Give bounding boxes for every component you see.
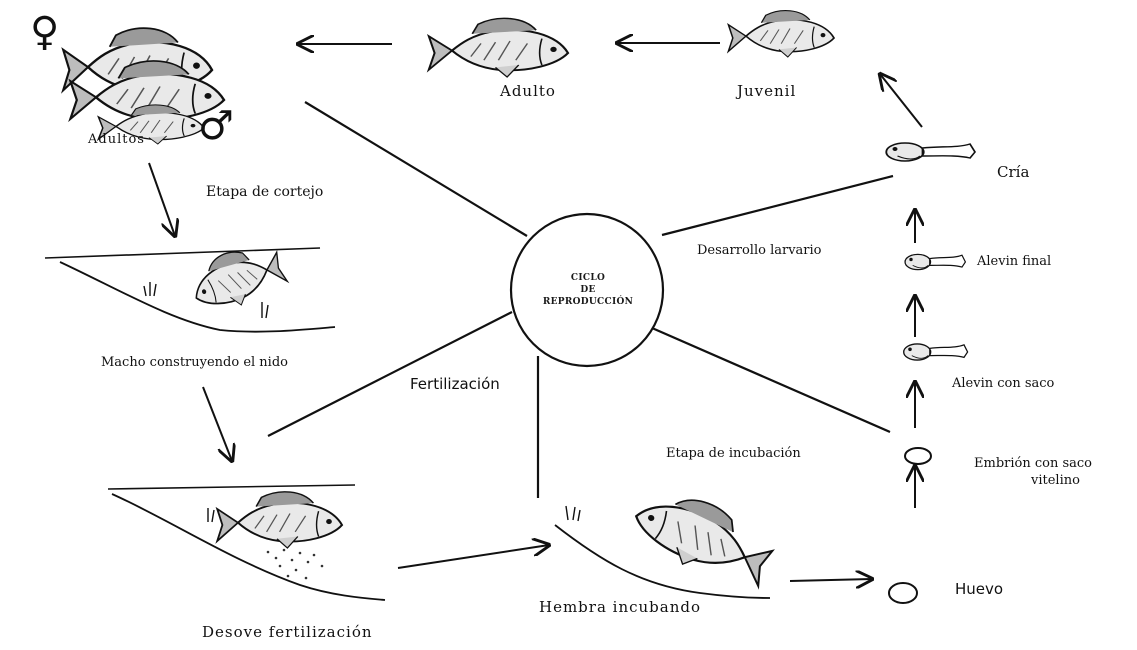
yolk-sac-fry-drawing <box>903 343 969 361</box>
label-embrion-line1: Embrión con saco <box>974 456 1092 471</box>
label-fertilizacion: Fertilización <box>410 375 500 393</box>
label-macho-nido: Macho construyendo el nido <box>101 355 288 370</box>
spoke-adultos <box>304 101 528 237</box>
label-desarrollo-larvario: Desarrollo larvario <box>697 243 822 258</box>
label-alevin-final: Alevin final <box>977 254 1052 269</box>
label-hembra-incubando: Hembra incubando <box>539 598 702 616</box>
label-adultos: Adultos <box>88 132 145 147</box>
label-etapa-incubacion: Etapa de incubación <box>666 446 801 461</box>
arrow-desove-to-hembra <box>397 545 549 569</box>
male-symbol-icon: ♂ <box>198 103 234 149</box>
center-line-1: CICLO <box>570 273 606 283</box>
spoke-incubacion <box>651 326 891 434</box>
center-circle <box>509 212 665 368</box>
label-huevo: Huevo <box>955 580 1004 598</box>
late-fry-drawing <box>904 253 967 271</box>
label-alevin-saco: Alevin con saco <box>952 376 1055 391</box>
female-symbol-icon: ♀ <box>30 9 60 55</box>
egg-drawing <box>888 582 918 604</box>
center-label: CICLO DE REPRODUCCIÓN <box>532 272 644 308</box>
arrows <box>148 43 923 581</box>
center-line-3: REPRODUCCIÓN <box>542 297 634 308</box>
spoke-desove <box>267 311 513 437</box>
spawning-drawing <box>107 484 386 601</box>
arrow-hembra-to-huevo <box>789 579 872 581</box>
adult-fish-drawing <box>427 17 570 79</box>
label-adulto: Adulto <box>500 82 556 100</box>
nest-building-drawing <box>44 236 336 333</box>
embryo-drawing <box>904 447 932 465</box>
label-etapa-cortejo: Etapa de cortejo <box>206 184 324 200</box>
arrow-cria-to-juvenil <box>880 74 923 128</box>
spokes <box>267 101 894 498</box>
arrow-adultos-to-nido <box>148 162 175 236</box>
spoke-cria <box>661 174 894 237</box>
label-cria: Cría <box>997 163 1030 181</box>
fry-drawing <box>885 142 976 162</box>
juvenile-fish-drawing <box>727 9 835 58</box>
center-line-2: DE <box>580 285 596 296</box>
label-juvenil: Juvenil <box>737 82 797 100</box>
arrow-nido-to-desove <box>202 386 232 461</box>
incubating-female-drawing <box>554 478 782 599</box>
label-desove: Desove fertilización <box>202 623 373 641</box>
label-embrion-line2: vitelino <box>1031 473 1080 488</box>
